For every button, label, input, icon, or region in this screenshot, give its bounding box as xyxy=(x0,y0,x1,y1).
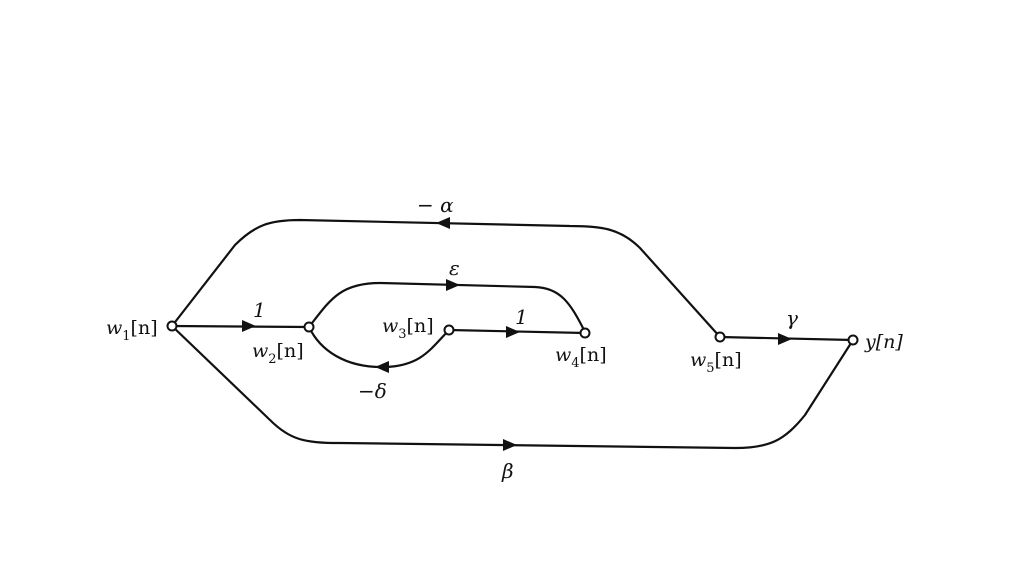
node-w4 xyxy=(579,327,591,339)
arrow-w3-w4 xyxy=(506,326,520,338)
arrow-gamma xyxy=(778,333,792,345)
node-w3 xyxy=(443,324,455,336)
node-w1 xyxy=(166,320,178,332)
arrow-w1-w2 xyxy=(242,320,256,332)
gain-w1-w2: 1 xyxy=(253,298,266,322)
gain-neg-delta: −δ xyxy=(358,379,387,403)
node-w2 xyxy=(303,321,315,333)
label-w1: w1[n] xyxy=(106,317,158,344)
label-y: y[n] xyxy=(864,331,903,353)
label-w3: w3[n] xyxy=(382,315,434,342)
gain-epsilon: ε xyxy=(449,256,460,280)
label-w2: w2[n] xyxy=(252,340,304,367)
gain-gamma: γ xyxy=(786,306,798,330)
arrow-epsilon xyxy=(446,279,460,291)
edge-w1-y-beta xyxy=(170,324,855,450)
edge-w2-w4-epsilon xyxy=(307,281,587,334)
label-w4: w4[n] xyxy=(555,344,607,371)
edge-w5-w1-negalpha xyxy=(170,218,722,339)
node-w5 xyxy=(714,331,726,343)
arrow-beta xyxy=(503,439,517,451)
gain-beta: β xyxy=(501,459,514,483)
gain-w3-w4: 1 xyxy=(515,305,528,329)
node-y xyxy=(847,334,859,346)
arrow-negdelta xyxy=(375,361,389,373)
label-w5: w5[n] xyxy=(690,349,742,376)
edge-w1-w2 xyxy=(170,324,311,329)
arrow-negalpha xyxy=(436,217,450,229)
gain-neg-alpha: − α xyxy=(417,193,454,217)
